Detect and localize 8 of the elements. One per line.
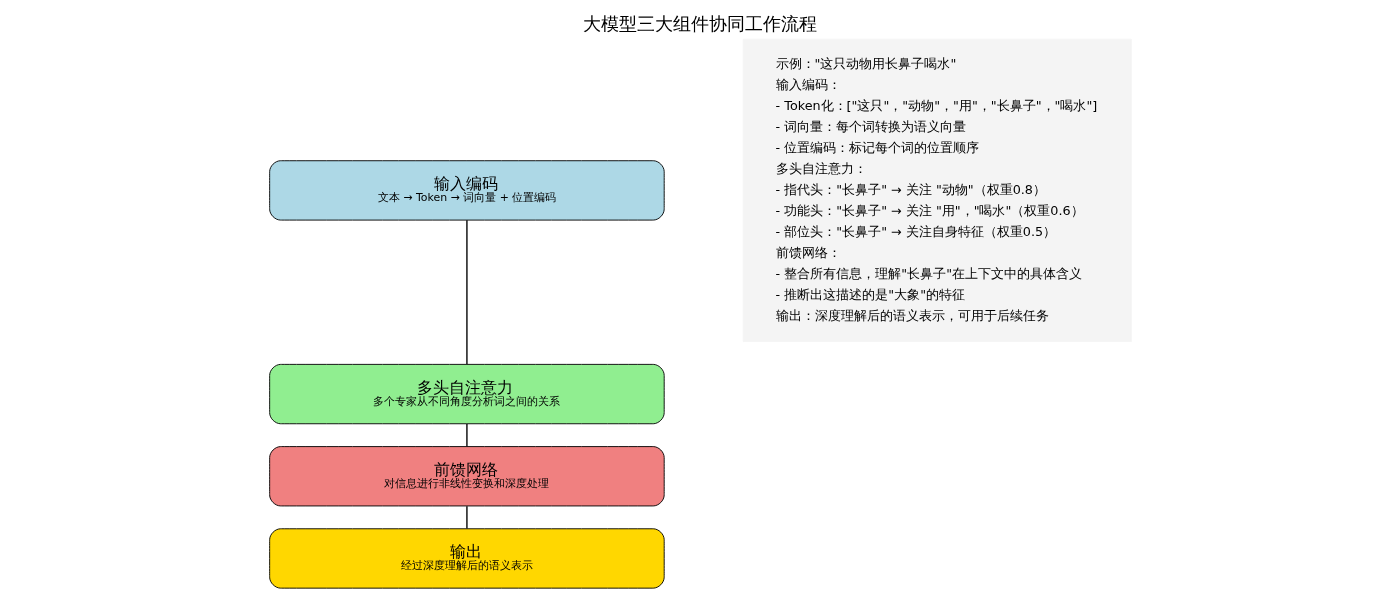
node-box: 输出 经过深度理解后的语义表示	[268, 528, 665, 589]
connector	[465, 505, 468, 530]
diagram-title: 大模型三大组件协同工作流程	[583, 13, 817, 35]
connector	[465, 423, 468, 448]
node-box: 输入编码 文本 → Token → 词向量 + 位置编码	[268, 160, 665, 221]
connector	[465, 219, 468, 365]
node-box: 多头自注意力 多个专家从不同角度分析词之间的关系	[268, 363, 665, 425]
node-box: 前馈网络 对信息进行非线性变换和深度处理	[268, 446, 665, 507]
